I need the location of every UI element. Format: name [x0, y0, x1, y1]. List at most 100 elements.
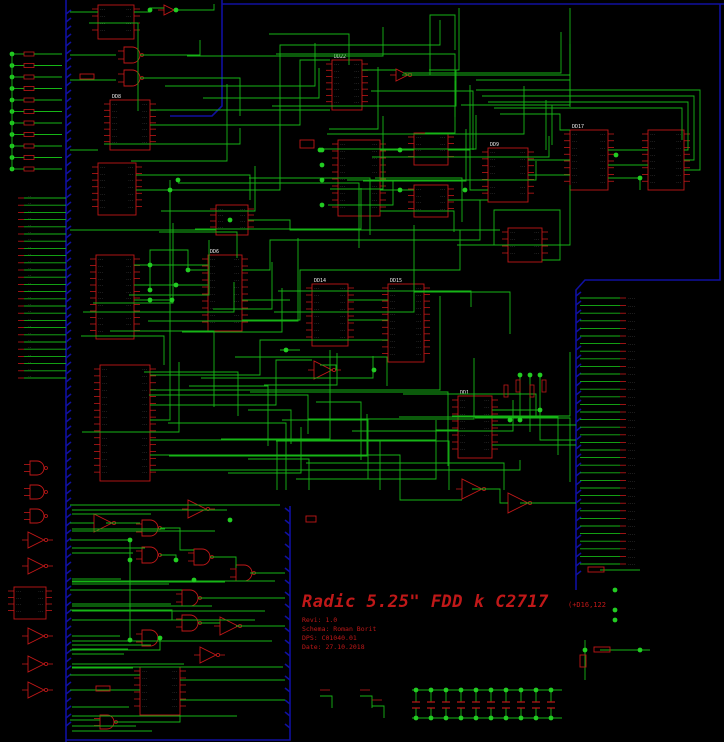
bus-entry [65, 721, 72, 727]
pin-label: ... [340, 293, 346, 297]
junction-dot [173, 7, 179, 13]
wire [150, 429, 458, 441]
pin-label: ... [314, 321, 320, 325]
bus-entry [65, 481, 72, 487]
wire [144, 371, 239, 416]
nand-gate [29, 484, 45, 500]
bus-entry [65, 585, 72, 591]
bus-entry [575, 507, 582, 513]
junction-dot [167, 187, 173, 193]
pin-label: .... [628, 433, 635, 437]
bus-entry [65, 137, 72, 143]
pin-label: ... [650, 173, 656, 177]
bus-entry [65, 281, 72, 287]
pin-label: ... [126, 329, 132, 333]
junction-dot [503, 715, 509, 721]
pin-label: .... [628, 501, 635, 505]
bus-entry [65, 97, 72, 103]
junction-dot [548, 715, 554, 721]
bus-entry [575, 399, 582, 405]
wire [248, 458, 310, 490]
junction-dot [462, 187, 468, 193]
pin-label: ... [572, 173, 578, 177]
wire [149, 394, 309, 434]
pin-label: ... [650, 146, 656, 150]
bus-entry [65, 425, 72, 431]
bus-entry [284, 627, 291, 633]
bus-entry [575, 300, 582, 306]
wire [160, 554, 177, 560]
bus-entry [65, 353, 72, 359]
pin-label: ... [98, 316, 104, 320]
nand-gate [193, 548, 211, 566]
bus-entry [65, 313, 72, 319]
bus-entry [65, 217, 72, 223]
resistor [23, 166, 35, 172]
bus-entry [65, 305, 72, 311]
author-line: Schema: Roman Borit [302, 625, 377, 633]
pin-label: .... [628, 554, 635, 558]
pin-label: ... [234, 278, 240, 282]
nand-gate [181, 589, 199, 607]
wire [264, 353, 338, 386]
revision-line: Revi: 1.0 [302, 616, 338, 624]
pin-label: ... [314, 328, 320, 332]
pin-label: ... [142, 456, 148, 460]
pin-label: ... [142, 367, 148, 371]
pin-label: ... [676, 159, 682, 163]
junction-dot [397, 147, 403, 153]
pin-label: ... [340, 191, 346, 195]
pin-label: .... [628, 478, 635, 482]
bus-entry [575, 390, 582, 396]
pin-label: .... [628, 342, 635, 346]
ic-body [457, 395, 493, 459]
wire [276, 440, 450, 490]
pin-label: .. [28, 273, 32, 277]
pin-label: ... [142, 388, 148, 392]
bus-entry [65, 193, 72, 199]
wire [278, 290, 472, 307]
pin-label: ... [340, 163, 346, 167]
pin-label: ... [490, 150, 496, 154]
pin-label: ... [534, 251, 540, 255]
pin-label: ... [210, 271, 216, 275]
schematic-title: Radic 5.25" FDD k C2717 [302, 592, 549, 612]
wire [150, 454, 462, 501]
pin-label: ... [128, 178, 134, 182]
ic-body [95, 254, 135, 340]
pin-label: ... [142, 463, 148, 467]
bus-entry [65, 641, 72, 647]
wire [228, 427, 302, 474]
pin-label: ... [126, 283, 132, 287]
pin-label: ... [520, 191, 526, 195]
pin-label: ... [142, 108, 148, 112]
bus-entry [65, 105, 72, 111]
junction-dot [147, 297, 153, 303]
pin-label: ... [650, 139, 656, 143]
pin-label: ... [676, 132, 682, 136]
bus-entry [65, 705, 72, 711]
wire [360, 695, 373, 708]
pin-label: ... [440, 148, 446, 152]
bus-entry [65, 241, 72, 247]
pin-label: .... [628, 448, 635, 452]
ic-body [97, 4, 135, 40]
pin-label: ... [142, 374, 148, 378]
wire [476, 89, 701, 171]
bus-entry [575, 426, 582, 432]
wire [150, 359, 312, 406]
pin-label: ... [520, 171, 526, 175]
pin-label: ... [112, 127, 118, 131]
pin-label: ... [240, 219, 246, 223]
pin-label: ... [372, 177, 378, 181]
pin-label: .. [28, 302, 32, 306]
wire [221, 438, 278, 490]
pin-label: ... [510, 244, 516, 248]
wire [187, 27, 384, 57]
pin-label: ... [142, 683, 148, 687]
bus-entry [575, 381, 582, 387]
pin-label: ... [390, 312, 396, 316]
pin-label: .... [628, 440, 635, 444]
pin-label: ... [520, 157, 526, 161]
